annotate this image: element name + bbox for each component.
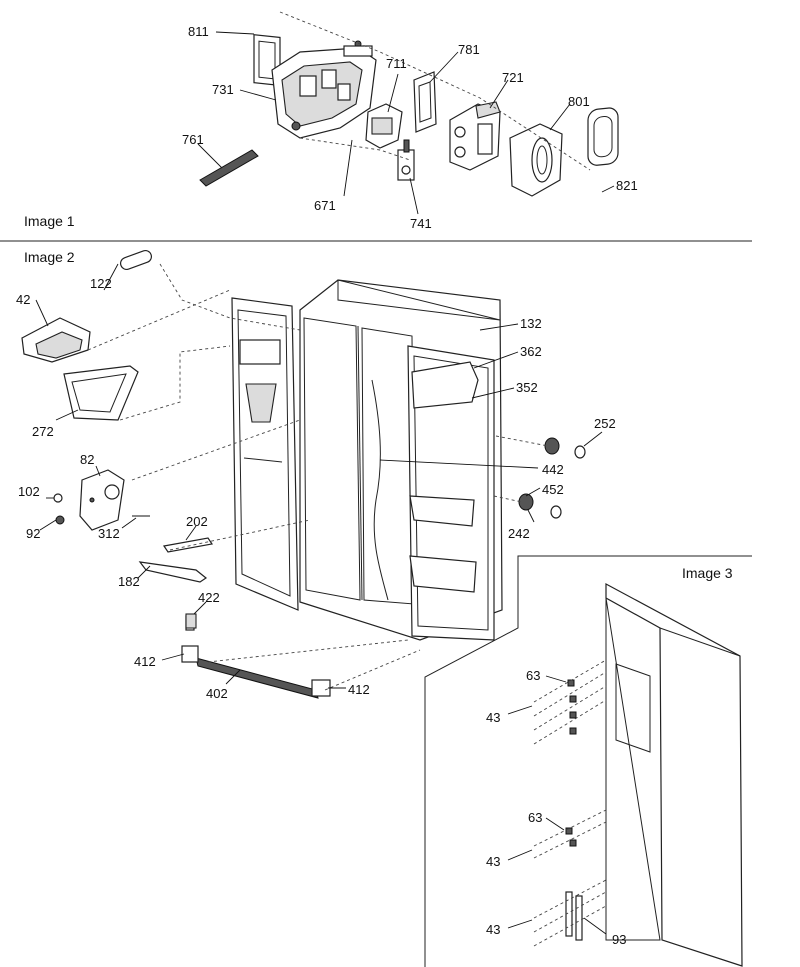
image3-group — [507, 582, 743, 967]
callout-801: 801 — [568, 94, 590, 109]
part-252-cap — [544, 437, 560, 455]
part-122-auger — [120, 249, 152, 271]
part-93-hinge — [565, 891, 583, 941]
callout-242: 242 — [508, 526, 530, 541]
callout-252: 252 — [594, 416, 616, 431]
callout-272: 272 — [32, 424, 54, 439]
callout-43-lower: 43 — [486, 922, 500, 937]
image1-group — [197, 11, 619, 215]
callout-741: 741 — [410, 216, 432, 231]
callout-312: 312 — [98, 526, 120, 541]
fresh-food-door — [407, 345, 495, 641]
part-721-module — [449, 101, 501, 171]
callout-781: 781 — [458, 42, 480, 57]
callout-731: 731 — [212, 82, 234, 97]
callout-711: 711 — [386, 56, 407, 71]
callout-412-right: 412 — [348, 682, 370, 697]
part-102-screw — [53, 493, 63, 503]
callout-63-lower: 63 — [528, 810, 542, 825]
callout-422: 422 — [198, 590, 220, 605]
callout-122: 122 — [90, 276, 112, 291]
callout-721: 721 — [502, 70, 524, 85]
callout-362: 362 — [520, 344, 542, 359]
part-761-strip — [199, 149, 259, 187]
part-42-ice-bucket — [21, 317, 91, 363]
callout-442: 442 — [542, 462, 564, 477]
part-711-switch — [365, 103, 403, 149]
part-182-spring — [138, 561, 208, 583]
freezer-door — [231, 297, 299, 611]
part-242-cap — [518, 493, 534, 511]
callout-821: 821 — [616, 178, 638, 193]
callout-761: 761 — [182, 132, 204, 147]
part-272-bin — [63, 365, 139, 421]
section-label-image1: Image 1 — [24, 213, 75, 229]
part-741-actuator — [397, 139, 415, 181]
callout-412-left: 412 — [134, 654, 156, 669]
callout-352: 352 — [516, 380, 538, 395]
image2-group — [21, 249, 603, 699]
callout-43-middle: 43 — [486, 854, 500, 869]
callout-811: 811 — [188, 24, 209, 39]
callout-43-upper: 43 — [486, 710, 500, 725]
callout-102: 102 — [18, 484, 40, 499]
callout-452: 452 — [542, 482, 564, 497]
callout-202: 202 — [186, 514, 208, 529]
callout-63-upper: 63 — [526, 668, 540, 683]
part-821-bezel — [587, 107, 619, 166]
callout-93: 93 — [612, 932, 626, 947]
callout-132: 132 — [520, 316, 542, 331]
part-422-pad — [185, 613, 197, 629]
image1-alignment-line — [279, 11, 591, 171]
callout-82: 82 — [80, 452, 94, 467]
callout-42: 42 — [16, 292, 30, 307]
part-731-housing — [271, 40, 377, 139]
callout-671: 671 — [314, 198, 336, 213]
section-divider-3 — [424, 555, 752, 967]
part-801-cover — [509, 123, 563, 197]
callout-92: 92 — [26, 526, 40, 541]
image1-alignment-line-2 — [299, 137, 411, 161]
callout-402: 402 — [206, 686, 228, 701]
section-label-image2: Image 2 — [24, 249, 75, 265]
part-63-clips-lower — [565, 827, 577, 847]
image2-alignment-line — [159, 263, 301, 331]
door-panel — [605, 582, 743, 967]
section-label-image3: Image 3 — [682, 565, 733, 581]
part-82-bracket — [79, 469, 125, 531]
part-781-gasket — [413, 71, 437, 133]
callout-182: 182 — [118, 574, 140, 589]
part-92-nut — [55, 515, 65, 525]
